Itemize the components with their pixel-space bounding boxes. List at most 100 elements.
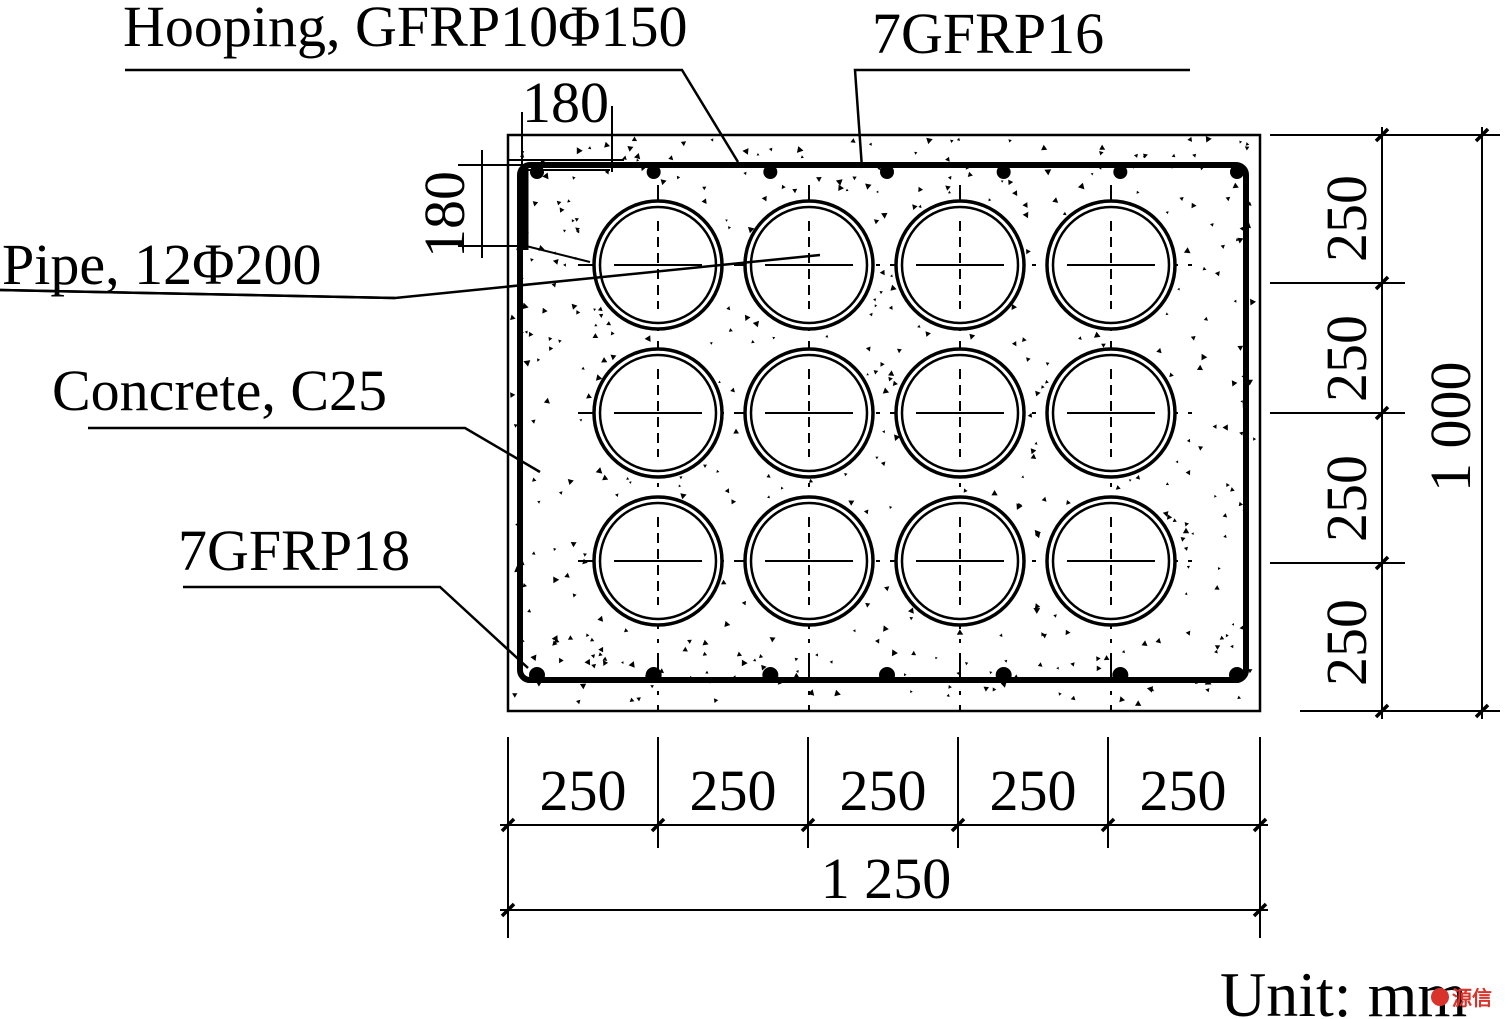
right-dim-value-2: 250 [1314, 315, 1379, 402]
aggregate-particle [634, 153, 641, 160]
pipe [1045, 199, 1177, 331]
aggregate-particle [571, 219, 575, 223]
aggregate-particle [1030, 453, 1037, 459]
top-bar [880, 165, 894, 179]
aggregate-particle [1222, 513, 1228, 518]
pipe-inner-wall [1051, 501, 1171, 621]
aggregate-particle [741, 659, 748, 667]
watermark-text: 源信 [1452, 986, 1492, 1010]
aggregate-particle [1045, 379, 1049, 384]
aggregate-particle [1000, 180, 1004, 183]
aggregate-particle [583, 553, 587, 557]
aggregate-particle [730, 387, 735, 393]
dimension-tick [1474, 703, 1490, 719]
aggregate-particle [989, 671, 993, 675]
pipe [592, 495, 724, 627]
aggregate-particle [513, 424, 518, 428]
aggregate-particle [528, 331, 534, 337]
bottom-bar [1229, 667, 1245, 683]
aggregate-particle [761, 195, 767, 202]
cover-dim-h-value: 180 [522, 70, 609, 135]
aggregate-particle [603, 660, 609, 666]
aggregate-particle [1026, 249, 1031, 255]
aggregate-particle [563, 263, 566, 267]
aggregate-particle [597, 615, 604, 622]
aggregate-particle [676, 175, 681, 180]
aggregate-particle [1230, 487, 1235, 492]
aggregate-particle [1119, 696, 1125, 703]
aggregate-particle [866, 373, 869, 376]
right-dim-total-value: 1 000 [1418, 362, 1483, 493]
aggregate-particle [604, 141, 610, 148]
aggregate-particle [590, 654, 595, 659]
aggregate-particle [1212, 424, 1217, 429]
aggregate-particle [796, 146, 804, 153]
aggregate-particle [780, 486, 784, 490]
aggregate-particle [945, 156, 950, 162]
aggregate-particle [882, 387, 890, 394]
aggregate-particle [1065, 629, 1071, 636]
aggregate-particle [948, 685, 952, 689]
dimension-tick [1252, 902, 1268, 918]
aggregate-particle [838, 184, 844, 191]
aggregate-particle [701, 198, 707, 204]
aggregate-particle [558, 491, 563, 495]
aggregate-particle [1187, 136, 1192, 142]
aggregate-particle [1182, 527, 1190, 534]
aggregate-particle [1041, 144, 1048, 151]
aggregate-particle [718, 380, 721, 383]
aggregate-particle [1236, 238, 1239, 242]
dimension-tick [500, 902, 516, 918]
aggregate-particle [636, 697, 641, 702]
aggregate-particle [588, 146, 592, 150]
aggregate-particle [1205, 136, 1212, 143]
aggregate-particle [950, 139, 954, 143]
aggregate-particle [727, 226, 731, 230]
aggregate-particle [1172, 518, 1177, 522]
aggregate-particle [1093, 331, 1101, 338]
aggregate-particle [559, 207, 565, 213]
aggregate-particle [716, 469, 720, 473]
pipe-inner-wall [749, 501, 869, 621]
aggregate-particle [1035, 390, 1041, 397]
concrete-aggregate [510, 136, 1257, 706]
aggregate-particle [575, 227, 580, 232]
aggregate-particle [567, 479, 574, 485]
aggregate-particle [1232, 182, 1239, 189]
aggregate-particle [1240, 400, 1243, 403]
aggregate-particle [1156, 347, 1162, 354]
aggregate-particle [918, 186, 924, 193]
aggregate-particle [1008, 139, 1012, 143]
aggregate-particle [1136, 190, 1140, 194]
dimension-tick [1252, 817, 1268, 833]
aggregate-particle [1250, 298, 1256, 306]
aggregate-particle [879, 291, 883, 295]
aggregate-particle [624, 628, 629, 633]
aggregate-particle [542, 172, 549, 180]
aggregate-particle [1238, 501, 1244, 507]
aggregate-particle [574, 218, 579, 222]
aggregate-particle [586, 633, 590, 637]
bottom-dim-total-value: 1 250 [821, 846, 952, 911]
aggregate-particle [530, 654, 537, 661]
dimension-tick [1374, 405, 1390, 421]
aggregate-particle [1191, 532, 1194, 535]
aggregate-particle [678, 484, 682, 488]
aggregate-particle [579, 419, 583, 422]
aggregate-particle [1115, 485, 1121, 490]
pipe [743, 495, 875, 627]
aggregate-particle [967, 171, 973, 177]
concrete-label: Concrete, C25 [52, 358, 387, 423]
aggregate-particle [728, 328, 733, 332]
aggregate-particle [876, 190, 879, 194]
top-bar [996, 165, 1011, 179]
aggregate-particle [724, 488, 730, 494]
aggregate-particle [1012, 190, 1018, 196]
pipe-inner-wall [749, 205, 869, 325]
aggregate-particle [702, 651, 708, 656]
aggregate-particle [918, 204, 922, 209]
aggregate-particle [551, 635, 558, 642]
aggregate-particle [917, 324, 921, 328]
aggregate-particle [756, 153, 760, 156]
aggregate-particle [636, 158, 640, 162]
